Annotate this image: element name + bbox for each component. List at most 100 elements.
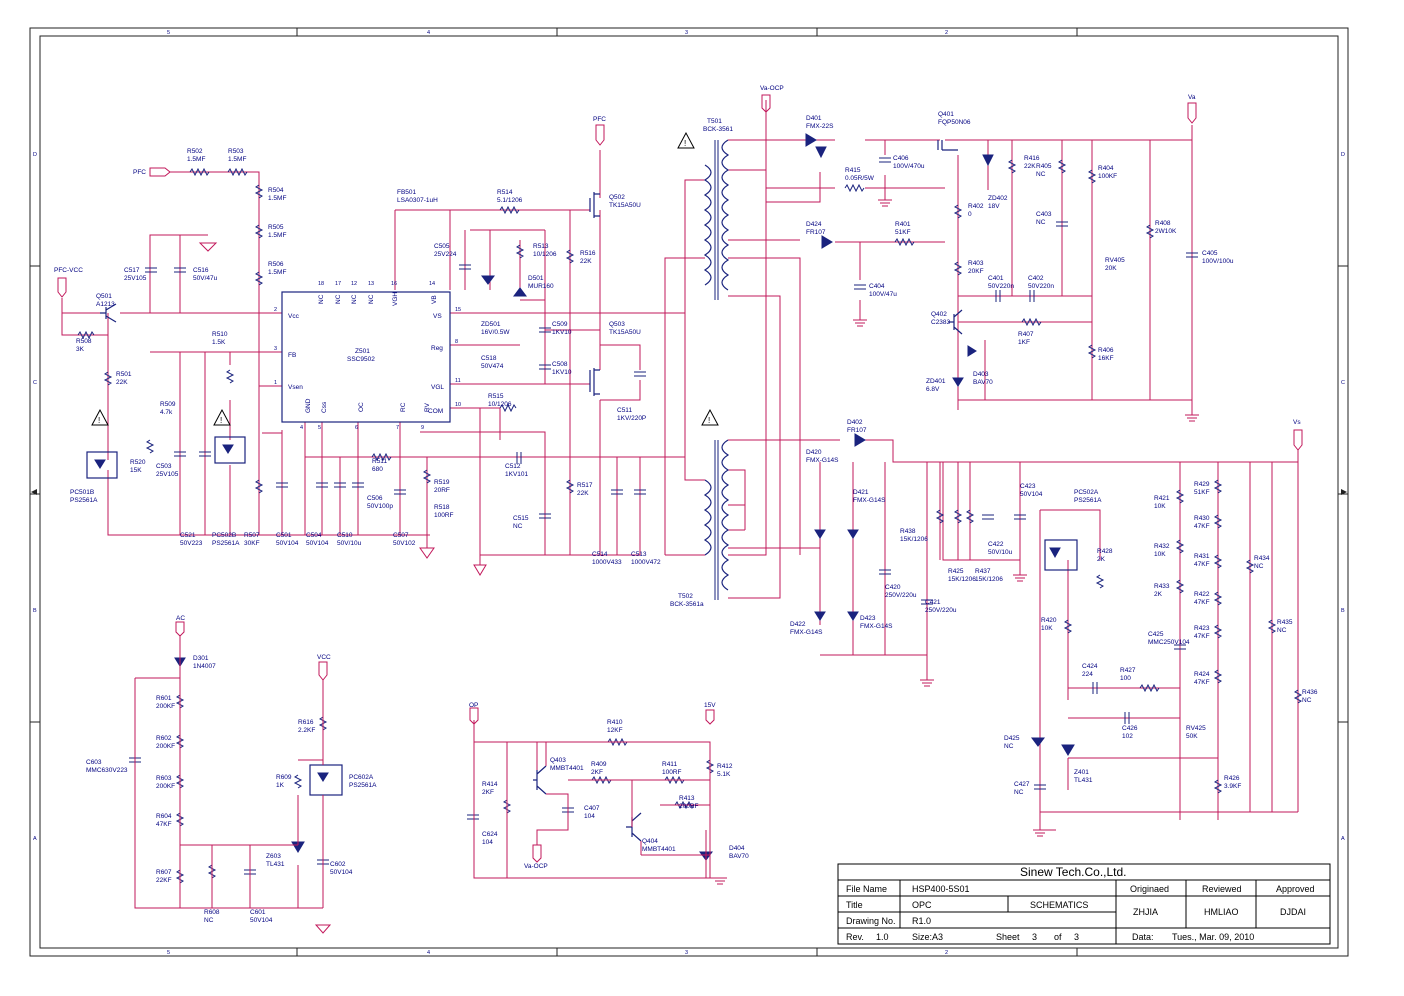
part-ref-pc602a: PC602A <box>349 774 374 781</box>
part-value-c422: 50V/10u <box>988 549 1013 556</box>
net-labels-output: Va-OCP Va Vs <box>760 85 1303 451</box>
part-value-r608: NC <box>204 917 214 924</box>
part-value-c506: 50V100p <box>367 503 393 510</box>
net-vcc-label: VCC <box>317 654 331 661</box>
part-value-r404: 100KF <box>1098 173 1117 180</box>
part-ref-c421: C421 <box>925 599 941 606</box>
part-ref-d424: D424 <box>806 221 822 228</box>
part-value-c401: 50V220n <box>988 283 1014 290</box>
ic-ref: Z501 <box>355 348 370 355</box>
part-ref-c509: C509 <box>552 321 568 328</box>
part-ref-r514: R514 <box>497 189 513 196</box>
originated-label: Originaed <box>1130 884 1169 894</box>
net-op-label: OP <box>469 702 478 709</box>
part-ref-r511: R511 <box>372 458 387 465</box>
part-ref-r420: R420 <box>1041 617 1057 624</box>
ic-pinnum-7: 7 <box>396 425 399 431</box>
part-value-pc602a: PS2561A <box>349 782 377 789</box>
part-ref-r508: R508 <box>76 338 92 345</box>
net-15v-label: 15V <box>704 702 716 709</box>
ic-pinnum-10: 10 <box>455 402 461 408</box>
part-ref-c422: C422 <box>988 541 1004 548</box>
part-value-c602: 50V104 <box>330 869 353 876</box>
capacitors <box>129 157 1198 875</box>
part-value-r421: 10K <box>1154 503 1166 510</box>
ic-pin-vb: VB <box>431 295 438 304</box>
of-label: of <box>1054 932 1062 942</box>
of-value: 3 <box>1074 932 1079 942</box>
zone-right-a: A <box>1341 836 1345 842</box>
zone-bottom-2: 4 <box>427 950 430 956</box>
ic-pinnum-6: 6 <box>355 425 358 431</box>
part-value-r405: NC <box>1036 171 1046 178</box>
ic-pin-nc17: NC <box>335 294 342 304</box>
warning-icon <box>91 408 109 426</box>
ground-icon <box>713 877 727 885</box>
part-ref-c426: C426 <box>1122 725 1138 732</box>
part-value-c517: 25V105 <box>124 275 147 282</box>
t501-ref: T501 <box>707 118 722 125</box>
part-value-pc502a: PS2561A <box>1074 497 1102 504</box>
part-value-c624: 104 <box>482 839 493 846</box>
part-ref-c424: C424 <box>1082 663 1098 670</box>
part-value-q403: MMBT4401 <box>550 765 584 772</box>
drawing-no-label: Drawing No. <box>846 916 896 926</box>
file-name-label: File Name <box>846 884 887 894</box>
part-value-c507: 50V102 <box>393 540 416 547</box>
date-value: Tues., Mar. 09, 2010 <box>1172 932 1254 942</box>
part-ref-r501: R501 <box>116 371 132 378</box>
part-value-c421: 250V/220u <box>925 607 957 614</box>
part-value-r420: 10K <box>1041 625 1053 632</box>
pc502b-body <box>214 436 246 464</box>
part-value-r437: 15K/1206 <box>975 576 1003 583</box>
part-value-q401: FQP50N06 <box>938 119 971 126</box>
q404-symbol <box>626 812 642 842</box>
ground-icon <box>878 199 892 207</box>
part-value-r510: 1.5K <box>212 339 226 346</box>
part-ref-r510: R510 <box>212 331 228 338</box>
part-ref-r436: R436 <box>1302 689 1318 696</box>
part-ref-c514: C514 <box>592 551 608 558</box>
part-value-q402: C2383 <box>931 319 951 326</box>
zd401-symbol <box>952 377 964 387</box>
transformer-wires <box>664 100 1299 831</box>
net-pfc-vcc-label: PFC-VCC <box>54 267 83 274</box>
part-value-r616: 2.2KF <box>298 727 315 734</box>
ic-pin-vgl: VGL <box>431 384 444 391</box>
part-value-r416: 22K <box>1024 163 1036 170</box>
net-va-ocp-label: Va-OCP <box>760 85 784 92</box>
part-ref-r404: R404 <box>1098 165 1114 172</box>
part-ref-q403: Q403 <box>550 757 566 764</box>
part-value-c508: 1KV10 <box>552 369 572 376</box>
part-ref-pc501b: PC501B <box>70 489 94 496</box>
part-ref-d423: D423 <box>860 615 876 622</box>
part-ref-r608: R608 <box>204 909 220 916</box>
part-ref-r519: R519 <box>434 479 450 486</box>
part-value-d402: FR107 <box>847 427 867 434</box>
part-ref-r515: R515 <box>488 393 504 400</box>
part-value-r438: 15K/1206 <box>900 536 928 543</box>
part-value-r609: 1K <box>276 782 285 789</box>
q401-symbol <box>937 140 958 151</box>
part-ref-r412: R412 <box>717 763 733 770</box>
zd402-symbol <box>982 154 994 167</box>
part-ref-d425: D425 <box>1004 735 1020 742</box>
ground-icon <box>920 679 934 687</box>
part-value-c407: 104 <box>584 813 595 820</box>
va-ocp-net-flag <box>761 94 771 113</box>
va-ocp-bottom-net-flag <box>532 844 542 863</box>
op-net-flag <box>469 707 479 725</box>
zone-bottom-3: 3 <box>685 950 688 956</box>
part-value-r436: NC <box>1302 697 1312 704</box>
part-ref-r405: R405 <box>1036 163 1052 170</box>
pc502a-body <box>1044 539 1078 571</box>
pfc-vcc-net-flag <box>57 277 67 298</box>
part-ref-r433: R433 <box>1154 583 1170 590</box>
part-value-c420: 250V/220u <box>885 592 917 599</box>
part-ref-r411: R411 <box>662 761 677 768</box>
part-ref-r402: R402 <box>968 203 984 210</box>
part-ref-c510: C510 <box>337 532 353 539</box>
part-ref-c506: C506 <box>367 495 383 502</box>
q402-symbol <box>948 309 963 335</box>
